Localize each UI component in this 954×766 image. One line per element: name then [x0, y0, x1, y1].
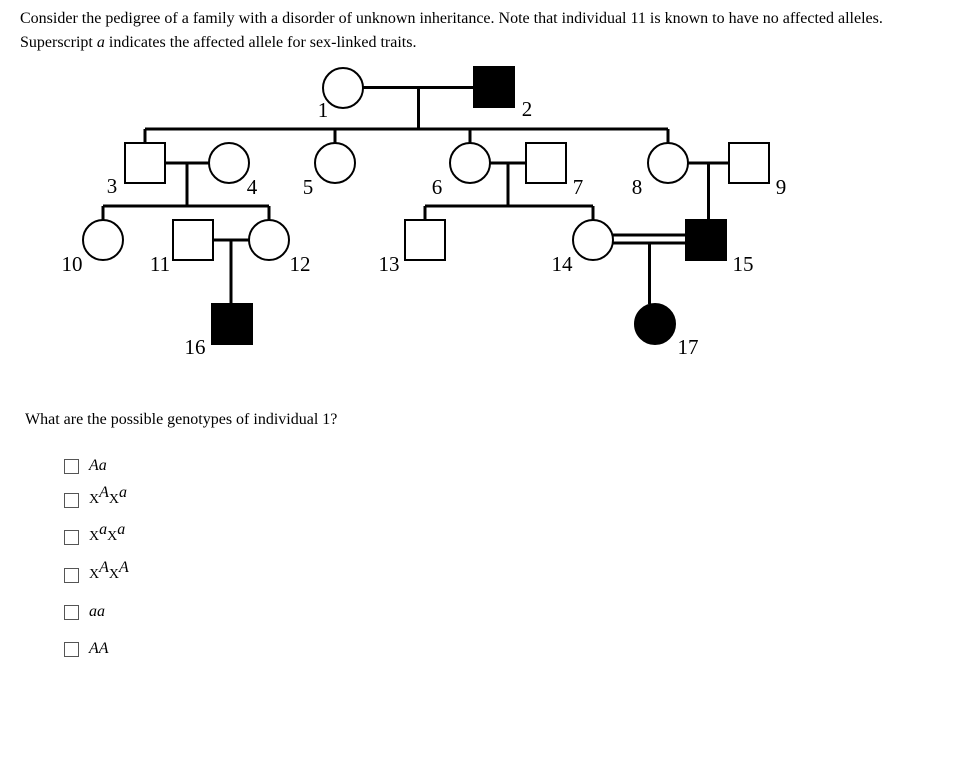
question-stem: Consider the pedigree of a family with a…	[20, 7, 920, 55]
individual-label: 13	[379, 252, 400, 276]
option-label: XAXa	[89, 484, 128, 508]
stem-text-2: indicates the affected allele for sex-li…	[104, 34, 417, 51]
individual-11-male	[172, 219, 214, 261]
individual-1-female	[322, 67, 364, 109]
individual-label: 7	[573, 175, 584, 199]
individual-label: 8	[632, 175, 643, 199]
option-xa-xa[interactable]: XaXa	[64, 521, 126, 549]
option-label: aa	[89, 603, 105, 620]
individual-2-male-affected	[473, 66, 515, 108]
individual-label: 3	[107, 174, 118, 198]
individual-label: 10	[62, 252, 83, 276]
individual-17-female-affected	[634, 303, 676, 345]
individual-label: 16	[185, 335, 206, 359]
option-xA-xA[interactable]: XAXA	[64, 559, 129, 587]
checkbox[interactable]	[64, 529, 79, 545]
checkbox[interactable]	[64, 641, 79, 657]
option-AA-dominant[interactable]: AA	[64, 637, 109, 661]
individual-label: 9	[776, 175, 787, 199]
individual-label: 14	[552, 252, 574, 276]
individual-label: 15	[733, 252, 754, 276]
individual-5-female	[314, 142, 356, 184]
individual-4-female	[208, 142, 250, 184]
individual-6-female	[449, 142, 491, 184]
individual-label: 1	[318, 98, 329, 122]
individual-3-male	[124, 142, 166, 184]
stem-allele-symbol: a	[96, 34, 105, 51]
checkbox[interactable]	[64, 458, 79, 474]
individual-label: 17	[678, 335, 699, 359]
individual-15-male-affected	[685, 219, 727, 261]
individual-10-female	[82, 219, 124, 261]
option-label: XaXa	[89, 521, 126, 545]
option-xA-xa[interactable]: XAXa	[64, 484, 128, 512]
individual-7-male	[525, 142, 567, 184]
checkbox[interactable]	[64, 604, 79, 620]
individual-13-male	[404, 219, 446, 261]
option-label: AA	[89, 640, 109, 657]
stem-text-1: Consider the pedigree of a family with a…	[20, 10, 883, 51]
individual-8-female	[647, 142, 689, 184]
individual-14-female	[572, 219, 614, 261]
individual-label: 2	[522, 97, 533, 121]
individual-label: 5	[303, 175, 314, 199]
option-aa-recessive[interactable]: aa	[64, 600, 105, 624]
individual-label: 6	[432, 175, 443, 199]
option-aa-heterozygous[interactable]: Aa	[64, 454, 107, 478]
individual-label: 12	[290, 252, 311, 276]
individual-label: 4	[247, 175, 258, 199]
option-label: XAXA	[89, 559, 129, 583]
checkbox[interactable]	[64, 567, 79, 583]
checkbox[interactable]	[64, 492, 79, 508]
individual-9-male	[728, 142, 770, 184]
question-text: What are the possible genotypes of indiv…	[25, 411, 338, 428]
individual-16-male-affected	[211, 303, 253, 345]
individual-label: 11	[150, 252, 170, 276]
individual-12-female	[248, 219, 290, 261]
option-label: Aa	[89, 457, 107, 474]
